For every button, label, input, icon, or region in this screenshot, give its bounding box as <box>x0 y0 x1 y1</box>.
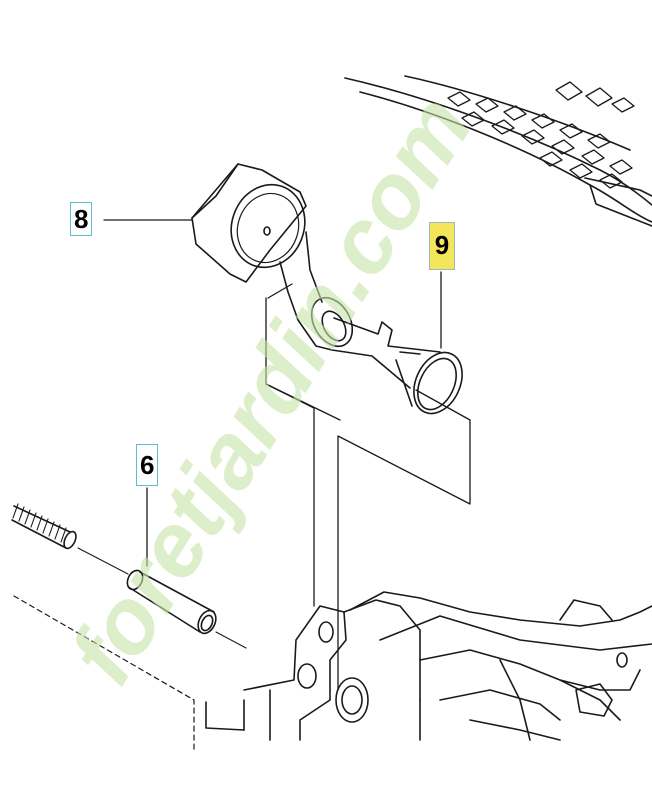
callout-9-label: 9 <box>434 230 450 260</box>
dashed-reference-line <box>13 595 195 751</box>
callout-6-label: 6 <box>140 450 155 480</box>
part-6-rod-sleeve <box>11 503 247 649</box>
housing-grille <box>344 75 652 227</box>
callout-8-label: 8 <box>74 204 89 234</box>
leader-lines <box>103 219 442 567</box>
callout-6: 6 <box>136 444 158 486</box>
bottom-housing <box>205 591 652 741</box>
callout-8: 8 <box>70 202 92 236</box>
callout-9: 9 <box>429 222 455 270</box>
part-8-knob <box>191 163 354 351</box>
part-9-spring <box>331 317 463 415</box>
assembly-guide-lines <box>265 283 471 691</box>
